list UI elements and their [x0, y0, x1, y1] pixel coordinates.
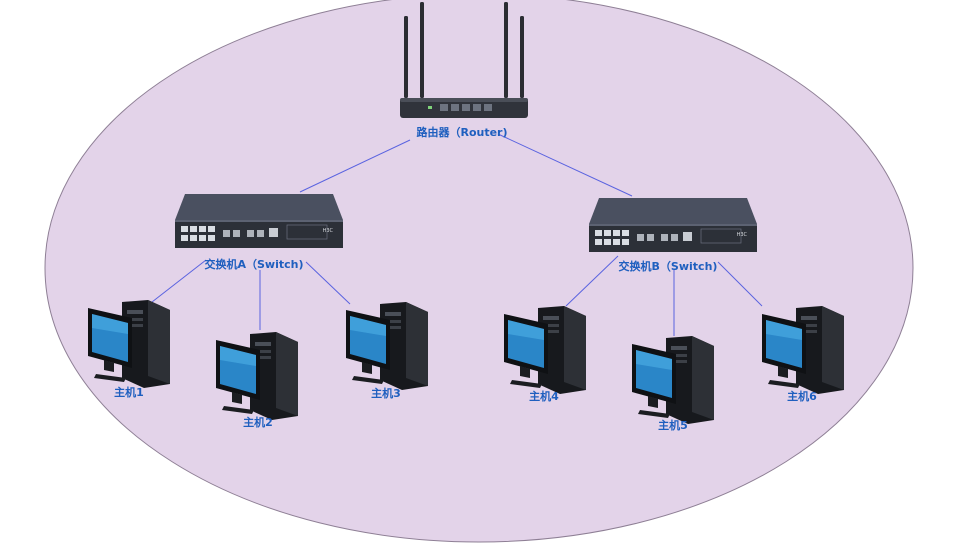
- host-6-label: 主机6: [787, 389, 817, 403]
- link-router-switch-a: [299, 139, 411, 193]
- link-router-switch-b: [497, 133, 633, 197]
- link-switch-a-host-3: [305, 261, 351, 305]
- host-2-label: 主机2: [243, 415, 273, 429]
- network-area: [44, 0, 914, 543]
- desktop-computer-icon: [88, 300, 170, 388]
- switch-b-label: 交换机B（Switch): [619, 259, 718, 273]
- switch-b-brand: H3C: [737, 232, 748, 238]
- link-switch-b-host-6: [717, 261, 763, 307]
- host-5-label: 主机5: [658, 418, 688, 432]
- host-4-label: 主机4: [529, 389, 559, 403]
- link-switch-a-host-1: [151, 259, 207, 303]
- link-switch-b-host-4: [565, 255, 619, 307]
- desktop-computer-icon: [504, 306, 586, 394]
- switch-a-label: 交换机A（Switch): [204, 257, 303, 271]
- host-1-label: 主机1: [114, 385, 144, 399]
- router-label: 路由器（Router): [416, 125, 507, 139]
- desktop-computer-icon: [346, 302, 428, 390]
- desktop-computer-icon: [762, 306, 844, 394]
- network-switch-icon: H3C: [588, 197, 758, 253]
- network-switch-icon: H3C: [174, 193, 344, 249]
- host-3-label: 主机3: [371, 386, 401, 400]
- desktop-computer-icon: [632, 336, 714, 424]
- desktop-computer-icon: [216, 332, 298, 420]
- switch-a-brand: H3C: [323, 228, 334, 234]
- network-links: [151, 133, 763, 336]
